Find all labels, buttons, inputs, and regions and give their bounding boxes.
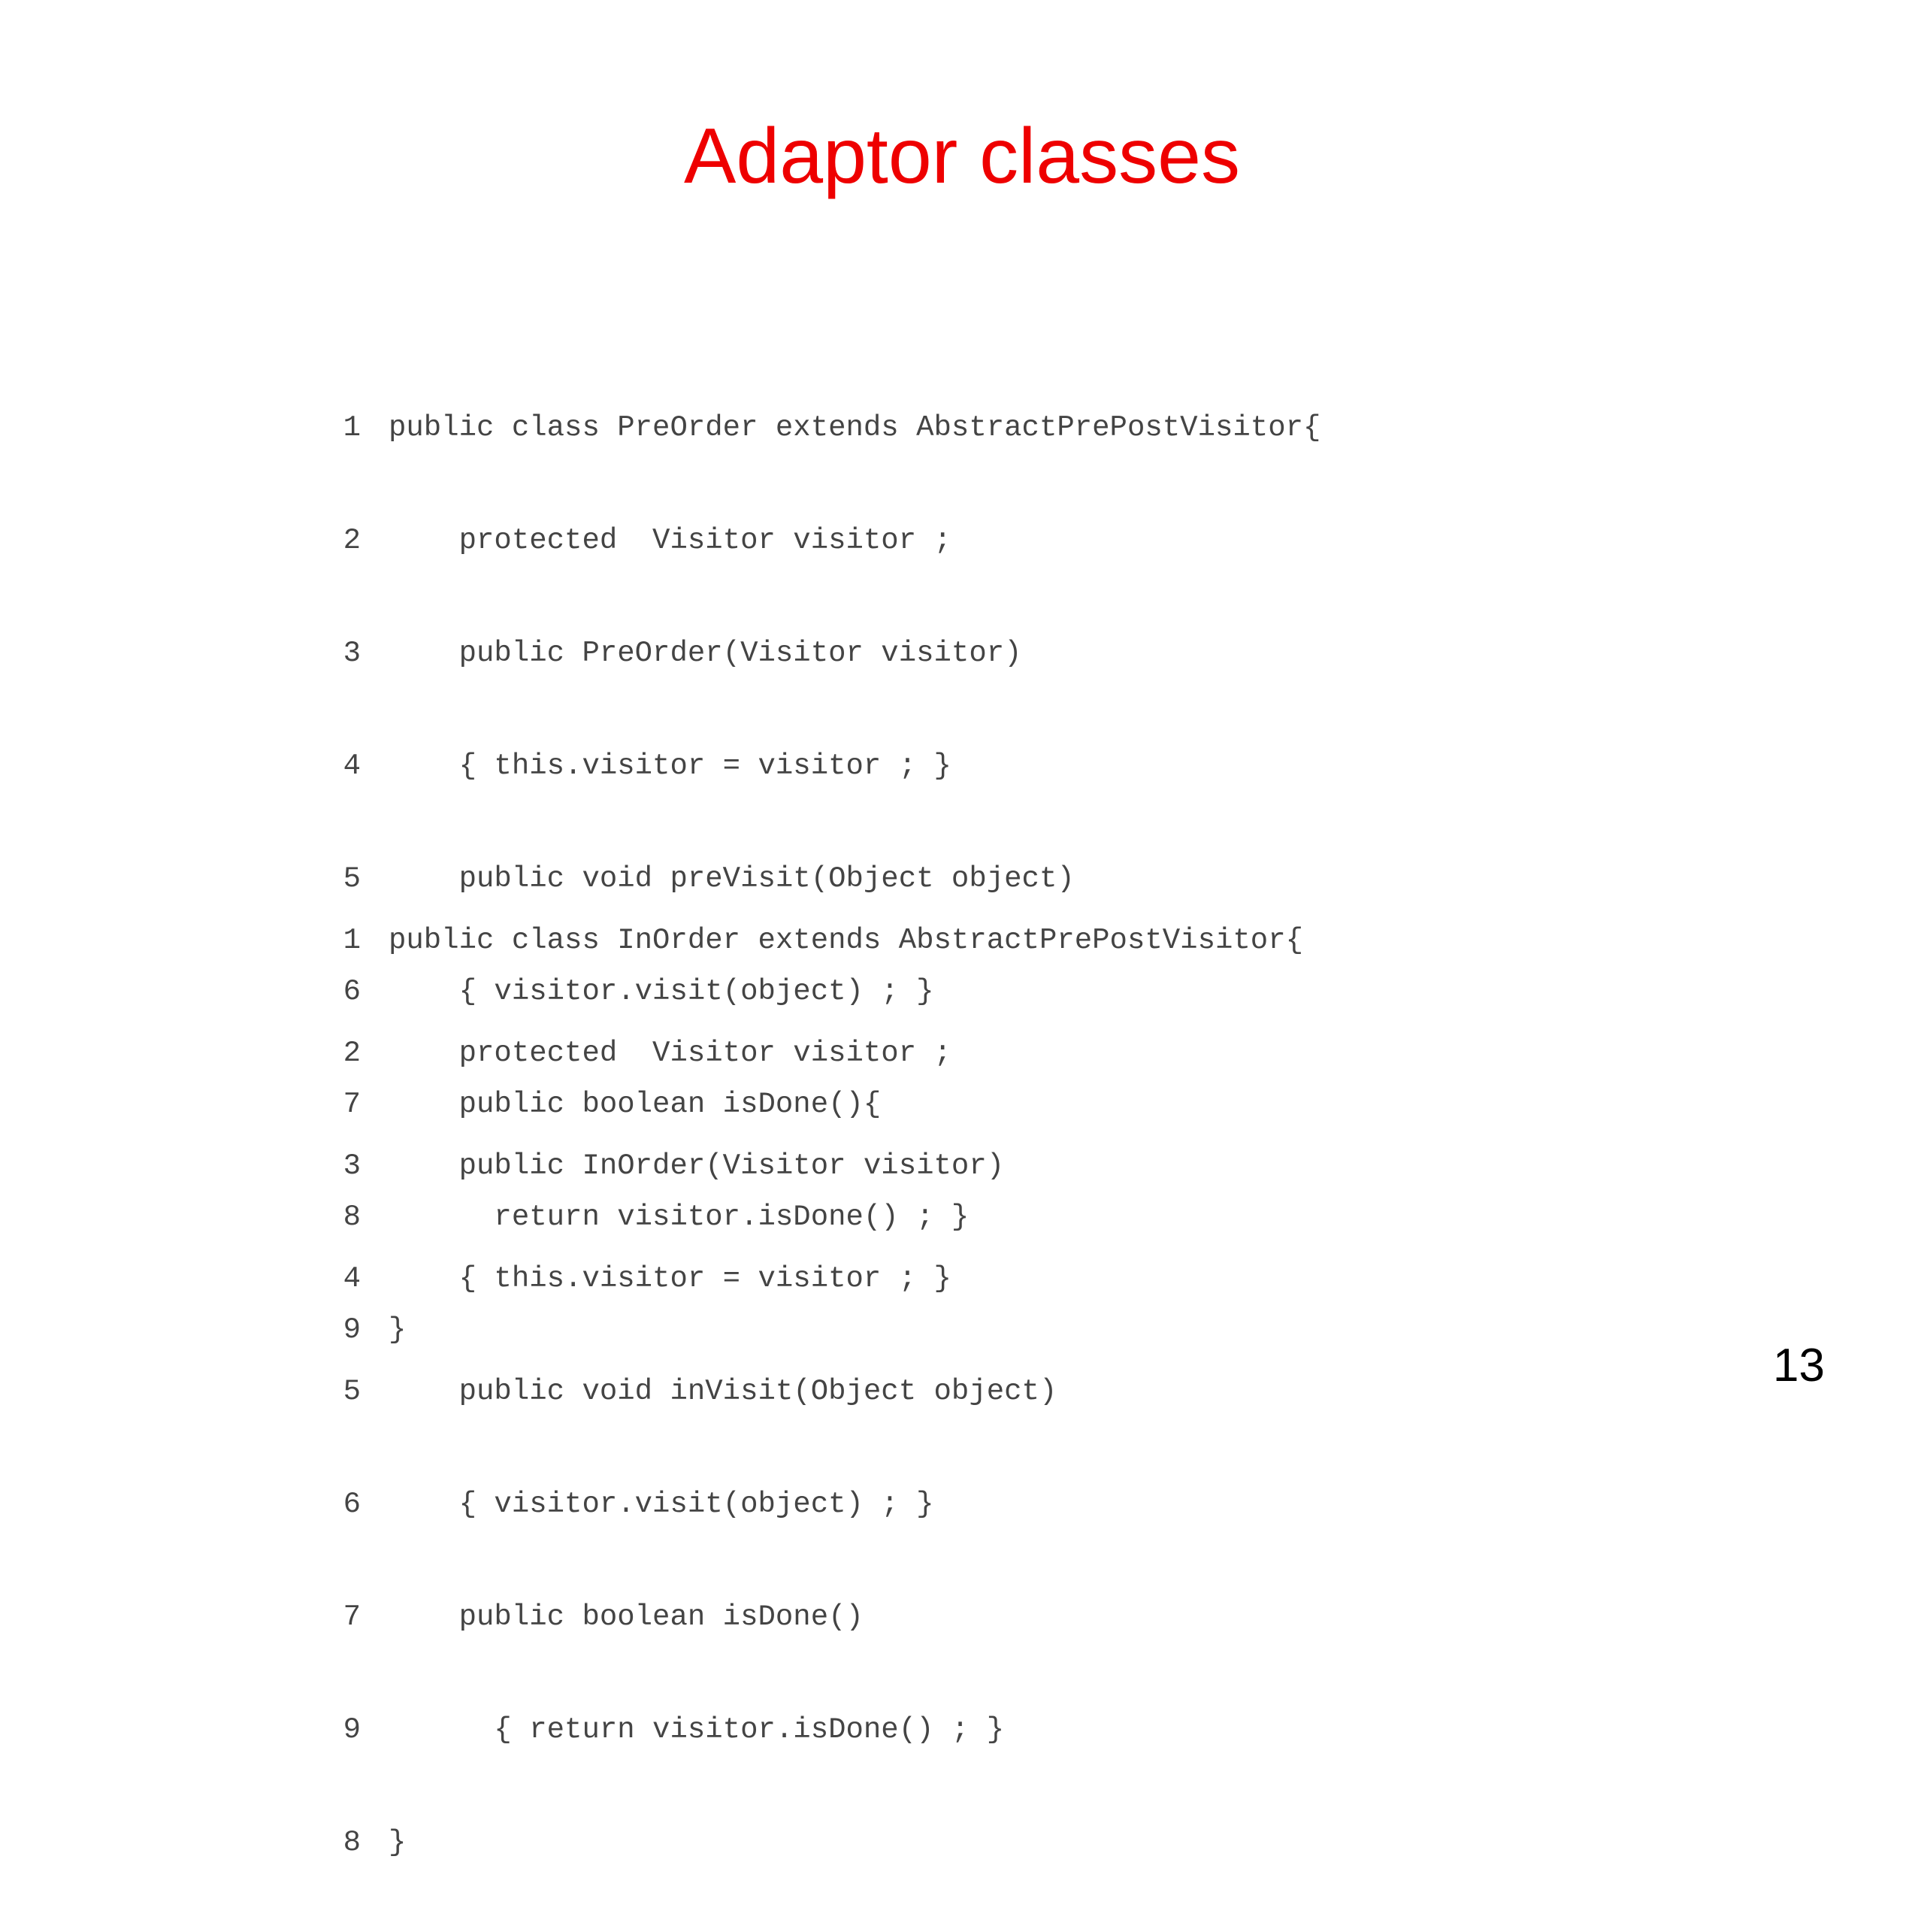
code-line: 5 public void preVisit(Object object) bbox=[323, 855, 1320, 902]
code-text: public class InOrder extends AbstractPre… bbox=[389, 924, 1303, 957]
code-text: public boolean isDone(){ bbox=[389, 1088, 882, 1121]
code-text: public PreOrder(Visitor visitor) bbox=[389, 637, 1022, 670]
code-line: 7 public boolean isDone(){ bbox=[323, 1081, 1320, 1128]
code-line: 4 { this.visitor = visitor ; } bbox=[323, 743, 1320, 789]
code-text: return visitor.isDone() ; } bbox=[389, 1201, 970, 1234]
code-line: 1 public class PreOrder extends AbstractP… bbox=[323, 404, 1321, 451]
code-text: { return visitor.isDone() ; } bbox=[389, 1713, 1005, 1746]
line-number: 2 bbox=[343, 1037, 361, 1070]
line-number: 9 bbox=[343, 1313, 361, 1346]
line-number: 1 bbox=[343, 411, 361, 444]
line-number: 2 bbox=[343, 524, 361, 557]
code-text: public boolean isDone() bbox=[389, 1600, 864, 1634]
code-line: 9 { return visitor.isDone() ; } bbox=[323, 1706, 1303, 1753]
code-line: 9} bbox=[323, 1307, 1320, 1353]
code-line: 2 protected Visitor visitor ; bbox=[323, 1030, 1303, 1077]
line-number: 3 bbox=[343, 637, 361, 670]
line-number: 7 bbox=[343, 1600, 361, 1634]
code-text: protected Visitor visitor ; bbox=[389, 1037, 951, 1070]
line-number: 7 bbox=[343, 1088, 361, 1121]
code-text: { this.visitor = visitor ; } bbox=[389, 1262, 951, 1295]
code-line: 5 public void inVisit(Object object) bbox=[323, 1368, 1303, 1415]
line-number: 6 bbox=[343, 975, 361, 1008]
line-number: 4 bbox=[343, 749, 361, 783]
line-number: 8 bbox=[343, 1201, 361, 1234]
line-number: 8 bbox=[343, 1826, 361, 1859]
line-number: 5 bbox=[343, 1375, 361, 1408]
code-text: { this.visitor = visitor ; } bbox=[389, 749, 951, 783]
code-line: 8} bbox=[323, 1819, 1303, 1866]
slide-title: Adaptor classes bbox=[684, 113, 1240, 200]
code-line: 3 public PreOrder(Visitor visitor) bbox=[323, 630, 1320, 677]
line-number: 6 bbox=[343, 1488, 361, 1521]
code-text: protected Visitor visitor ; bbox=[389, 524, 951, 557]
code-line: 8 return visitor.isDone() ; } bbox=[323, 1194, 1320, 1240]
code-line: 6 { visitor.visit(object) ; } bbox=[323, 968, 1320, 1015]
code-line: 4 { this.visitor = visitor ; } bbox=[323, 1255, 1303, 1302]
line-number: 5 bbox=[343, 862, 361, 895]
page-number: 13 bbox=[1773, 1340, 1825, 1391]
code-text: } bbox=[389, 1313, 407, 1346]
code-text: public void inVisit(Object object) bbox=[389, 1375, 1057, 1408]
code-text: public void preVisit(Object object) bbox=[389, 862, 1075, 895]
line-number: 9 bbox=[343, 1713, 361, 1746]
code-block-preorder: 1 public class PreOrder extends AbstractP… bbox=[323, 338, 1321, 1419]
code-text: { visitor.visit(object) ; } bbox=[389, 975, 934, 1008]
code-line: 2 protected Visitor visitor ; bbox=[323, 517, 1320, 564]
code-line: 6 { visitor.visit(object) ; } bbox=[323, 1481, 1303, 1528]
code-line: 1 public class InOrder extends AbstractPr… bbox=[323, 917, 1303, 964]
line-number: 3 bbox=[343, 1149, 361, 1183]
code-text: public class PreOrder extends AbstractPr… bbox=[389, 411, 1321, 444]
line-number: 4 bbox=[343, 1262, 361, 1295]
code-line: 7 public boolean isDone() bbox=[323, 1594, 1303, 1640]
code-text: } bbox=[389, 1826, 407, 1859]
code-block-inorder: 1 public class InOrder extends AbstractPr… bbox=[323, 851, 1303, 1932]
slide: Adaptor classes 1 public class PreOrder e… bbox=[323, 113, 1825, 1859]
line-number: 1 bbox=[343, 924, 361, 957]
code-text: public InOrder(Visitor visitor) bbox=[389, 1149, 1005, 1183]
code-line: 3 public InOrder(Visitor visitor) bbox=[323, 1143, 1303, 1189]
code-text: { visitor.visit(object) ; } bbox=[389, 1488, 934, 1521]
